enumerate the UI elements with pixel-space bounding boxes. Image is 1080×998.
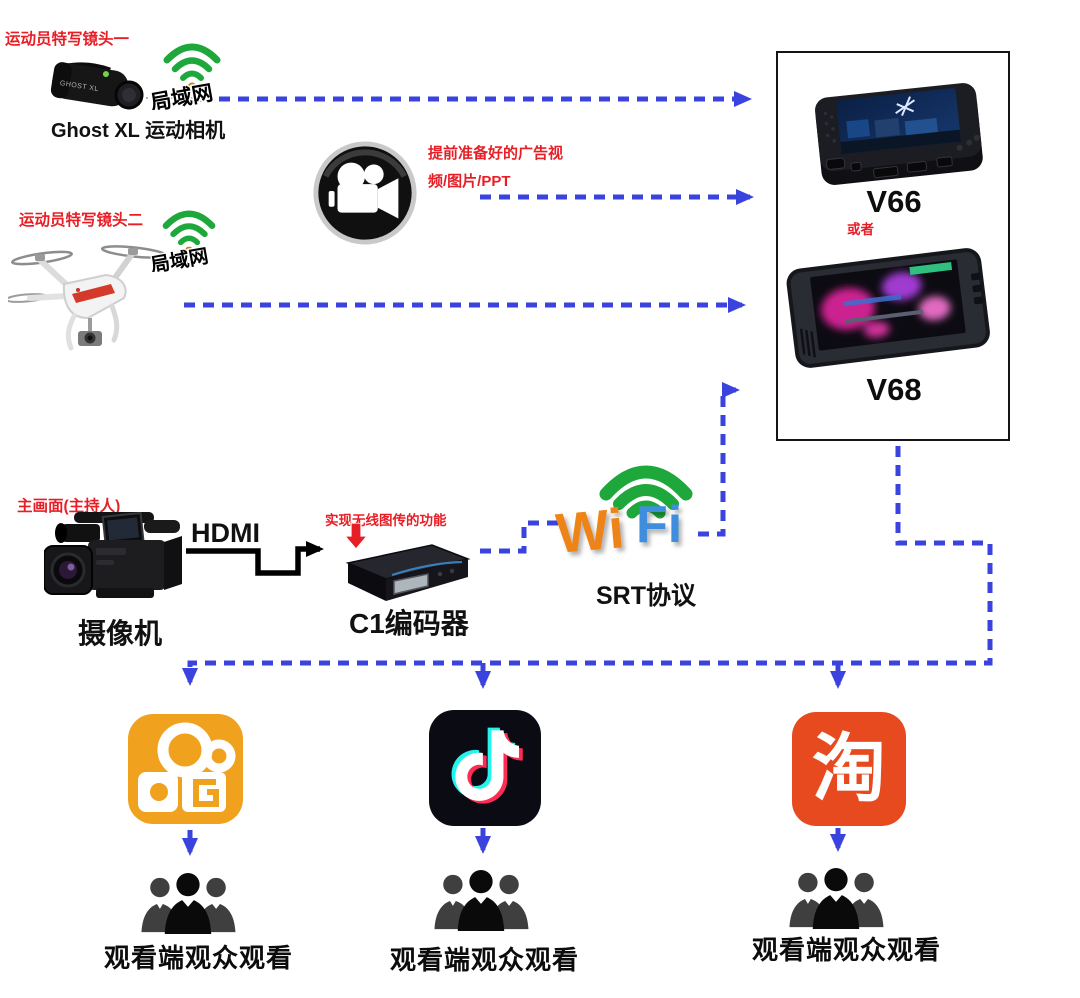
or-label: 或者 — [847, 222, 874, 237]
wifi-arcs-icon — [599, 465, 693, 519]
ghost-caption: Ghost XL 运动相机 — [51, 120, 226, 142]
douyin-app-icon — [429, 710, 541, 826]
encoder-device-illustration — [345, 544, 471, 601]
wifi-arcs-icon — [163, 43, 221, 81]
taobao-app-icon: 淘 — [792, 712, 906, 826]
viewers-caption-douyin: 观看端观众观看 — [390, 945, 580, 975]
v66-label: V66 — [866, 184, 922, 219]
v68-label: V68 — [866, 372, 922, 407]
camcorder-illustration — [44, 511, 182, 598]
viewers-caption-taobao: 观看端观众观看 — [752, 935, 942, 965]
v66-device-illustration — [815, 83, 983, 185]
audience-group-icon — [789, 867, 884, 929]
encoder-caption: C1编码器 — [349, 608, 469, 639]
ad-source-note: 提前准备好的广告视 频/图片/PPT — [428, 140, 563, 195]
red-down-arrow-icon — [344, 523, 368, 550]
ad-note-line2: 频/图片/PPT — [428, 172, 511, 190]
audience-group-icon — [141, 872, 236, 934]
v68-device-illustration — [786, 248, 990, 368]
camcorder-caption: 摄像机 — [78, 618, 163, 649]
main-scene-label: 主画面(主持人) — [17, 498, 121, 515]
athlete-cam2-label: 运动员特写镜头二 — [19, 212, 144, 229]
taobao-glyph: 淘 — [812, 727, 886, 810]
line-encoder-to-wifi — [480, 520, 562, 554]
video-camera-icon — [313, 141, 417, 245]
lan-wifi-icon-2: 局域网 — [146, 210, 216, 272]
kuaishou-app-icon — [128, 714, 243, 824]
lan-label: 局域网 — [148, 244, 210, 272]
srt-protocol-caption: SRT协议 — [596, 582, 697, 610]
viewers-caption-kuaishou: 观看端观众观看 — [104, 943, 294, 973]
lan-label: 局域网 — [149, 81, 215, 110]
hdmi-cable-line — [186, 541, 324, 576]
audience-group-icon — [434, 869, 529, 931]
drone-illustration — [8, 245, 168, 351]
wifi-fi-text: Fi — [636, 496, 683, 554]
athlete-cam1-label: 运动员特写镜头一 — [5, 31, 130, 48]
ad-note-line1: 提前准备好的广告视 — [428, 145, 564, 162]
lan-wifi-icon-1: 局域网 — [147, 43, 221, 110]
wifi-arcs-icon — [162, 210, 216, 246]
action-camera-illustration: GHOST XL — [50, 62, 144, 110]
wifi-wi-text: Wi — [553, 496, 627, 565]
hdmi-label: HDMI — [191, 518, 260, 548]
